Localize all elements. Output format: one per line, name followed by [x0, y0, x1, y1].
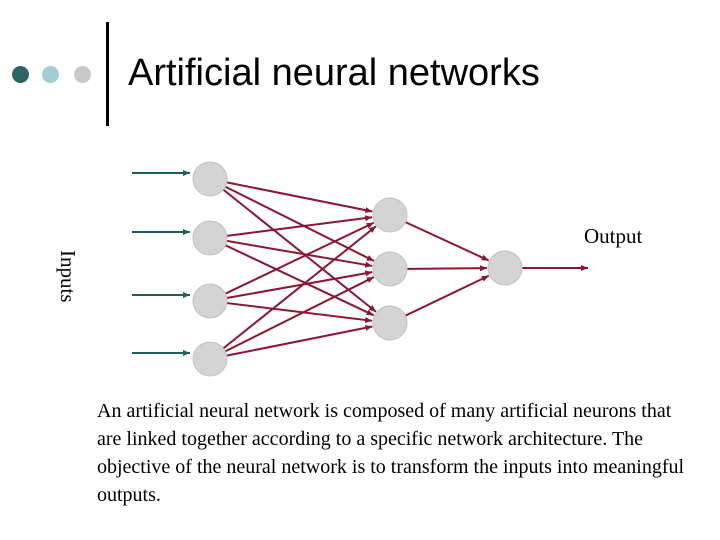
- input-neuron: [192, 341, 228, 377]
- neurons: [192, 161, 523, 377]
- input-neuron: [192, 220, 228, 256]
- input-neuron: [192, 161, 228, 197]
- connection-arrow: [224, 244, 375, 317]
- inputs-label: Inputs: [56, 250, 80, 303]
- connection-arrow: [222, 188, 377, 313]
- bullet-dot-icon: [74, 66, 91, 83]
- connection-arrow: [406, 265, 488, 272]
- output-neuron: [487, 250, 523, 286]
- hidden-neuron: [372, 251, 408, 287]
- input-arrows: [132, 170, 190, 356]
- connection-arrow: [405, 221, 490, 262]
- connection-arrow: [226, 324, 373, 357]
- title-divider: [106, 22, 109, 126]
- hidden-neuron: [372, 305, 408, 341]
- connection-arrow: [226, 181, 373, 214]
- connection-arrow: [224, 276, 375, 353]
- connection-arrow: [222, 225, 377, 350]
- connection-arrow: [226, 270, 373, 300]
- connection-arrow: [224, 221, 375, 295]
- connection-arrow: [226, 239, 373, 268]
- slide-title: Artificial neural networks: [128, 52, 540, 94]
- input-neuron: [192, 283, 228, 319]
- bullet-dot-icon: [42, 66, 59, 83]
- hidden-neuron: [372, 197, 408, 233]
- description-text: An artificial neural network is composed…: [97, 400, 685, 506]
- connection-arrow: [226, 302, 373, 323]
- connections: [222, 181, 490, 357]
- connection-arrow: [404, 274, 490, 317]
- connection-arrow: [226, 215, 373, 237]
- bullet-dot-icon: [12, 66, 29, 83]
- output-label: Output: [584, 224, 643, 248]
